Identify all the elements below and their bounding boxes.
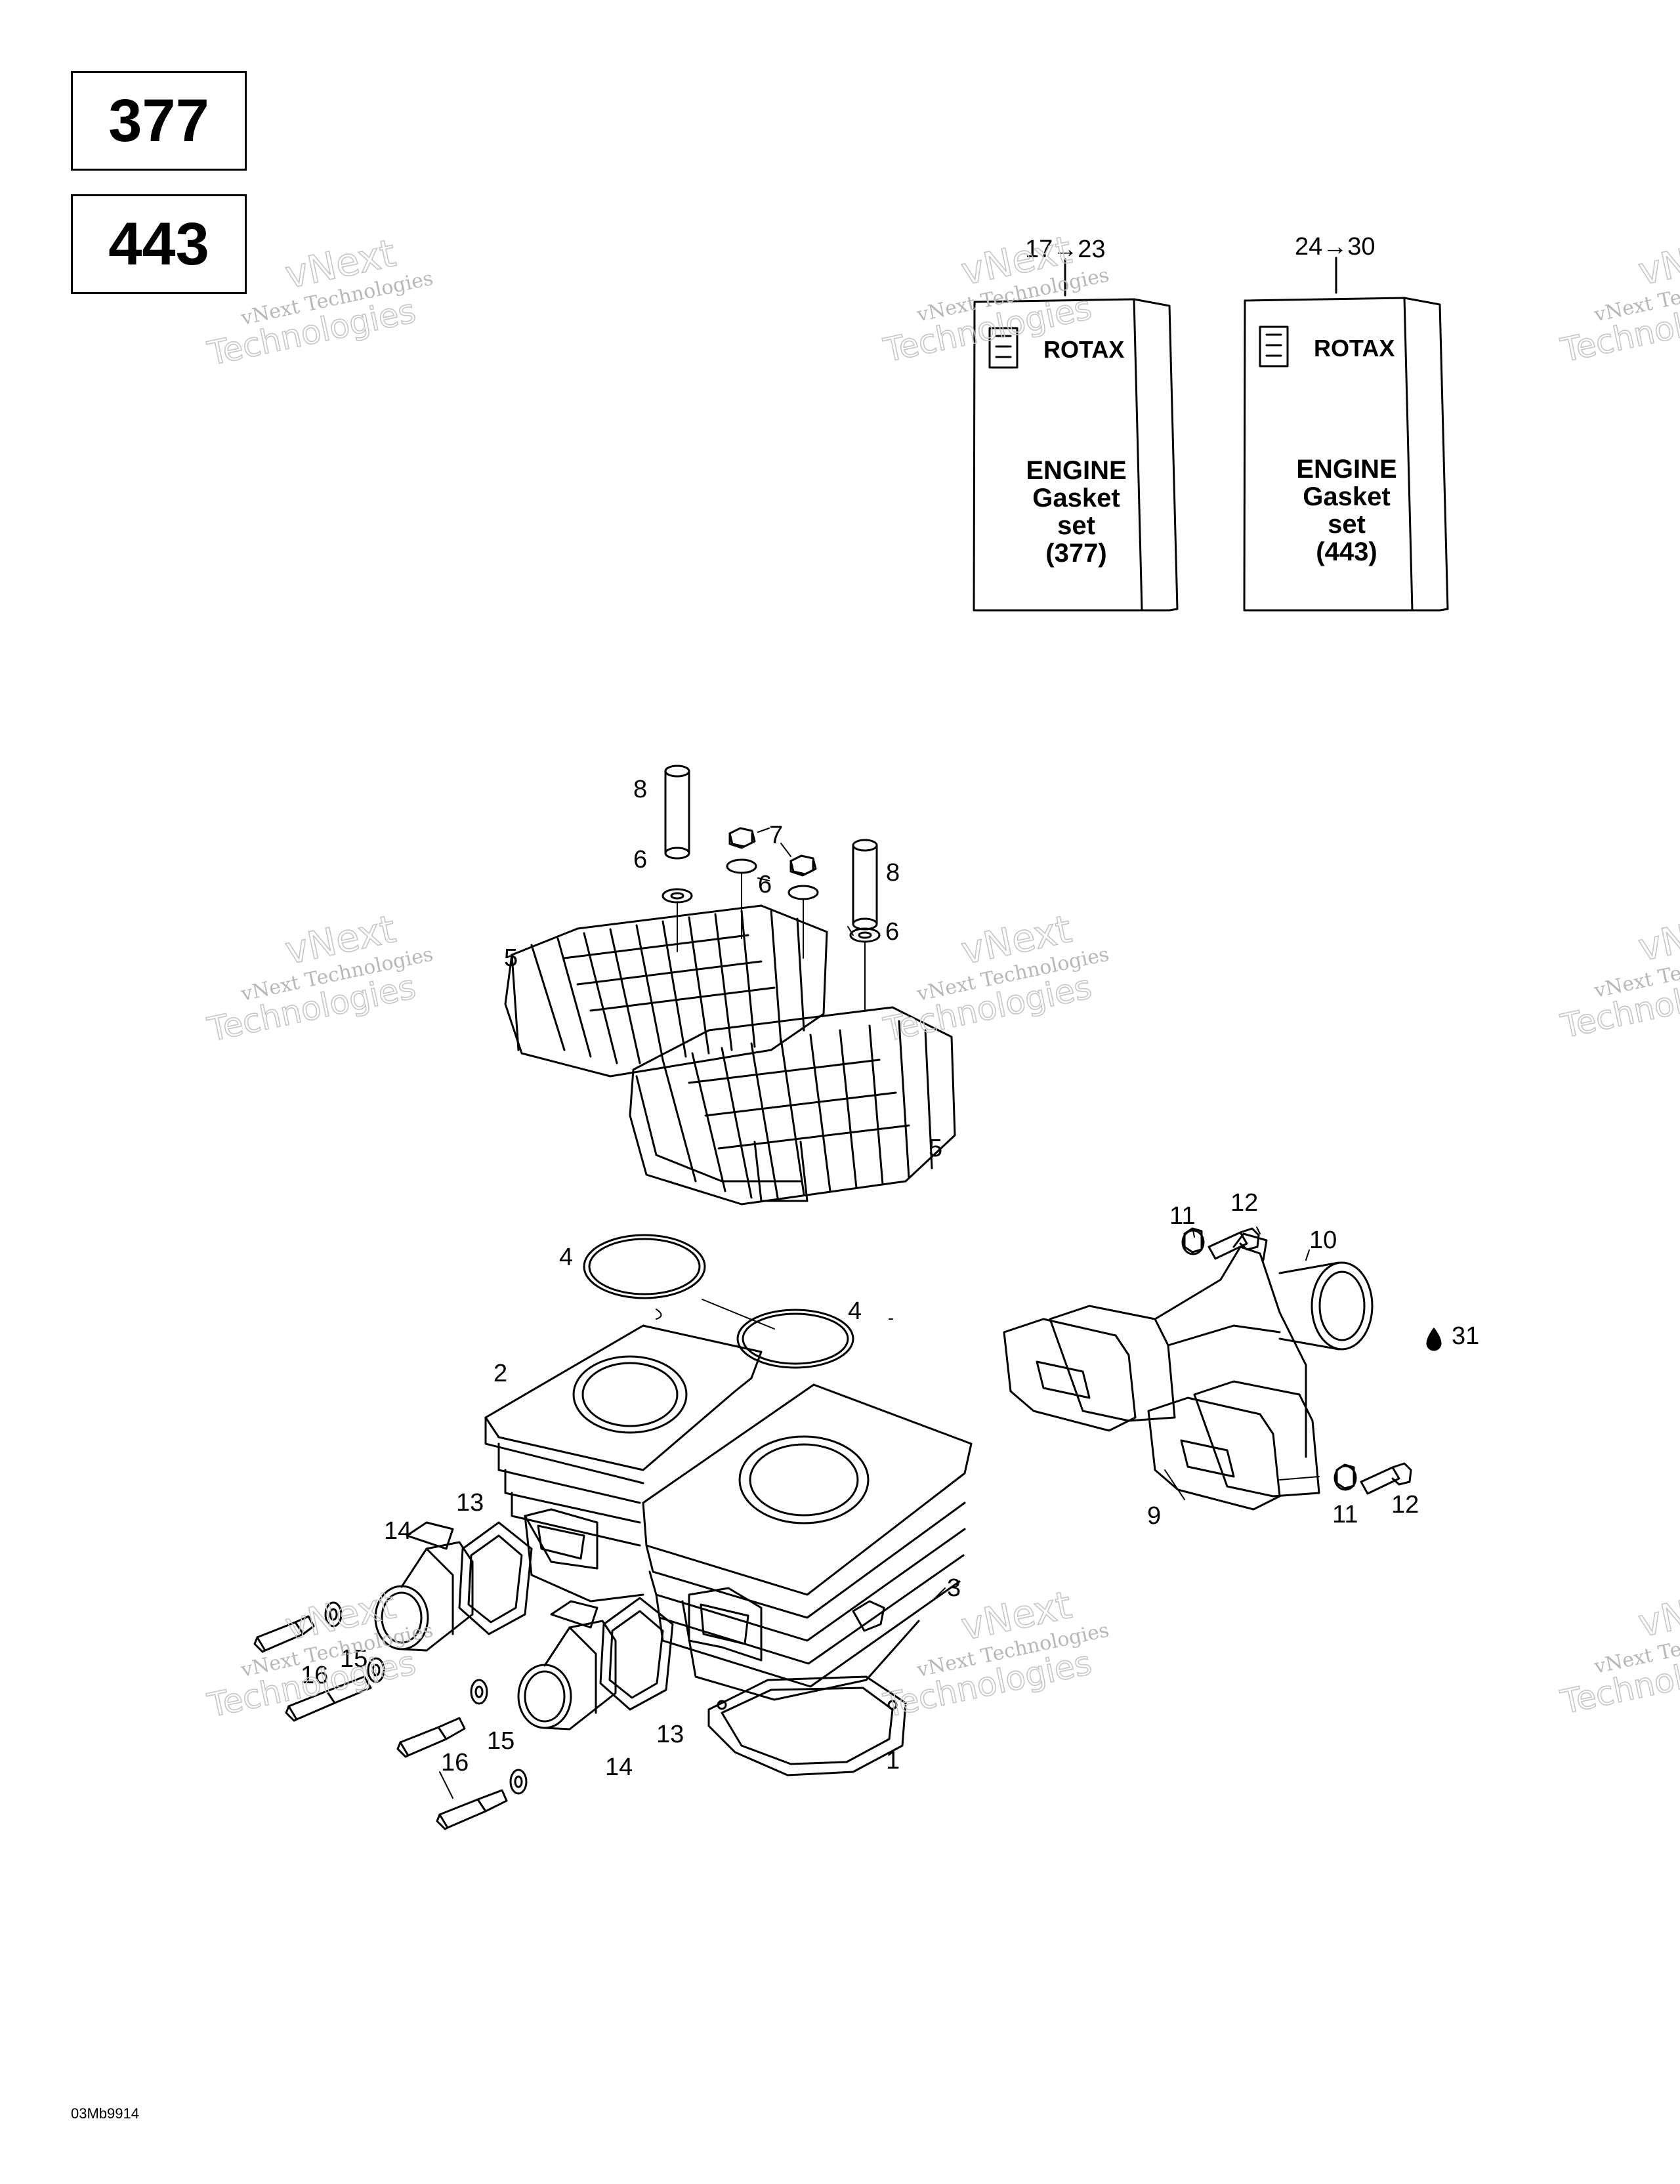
callout-6-c: 6 — [885, 918, 899, 946]
callout-15-a: 15 — [340, 1645, 368, 1673]
intake-manifold-14-top — [374, 1521, 474, 1652]
callout-1: 1 — [886, 1747, 900, 1774]
callout-16-b: 16 — [441, 1749, 469, 1776]
watermarks: vNext vNext Technologies Technologies vN… — [203, 226, 1680, 1725]
callout-7: 7 — [769, 822, 783, 849]
kit-443-range: 24→30 — [1295, 233, 1376, 261]
kit-377-line3: set — [1057, 511, 1095, 540]
cylinder-head-5-right — [629, 1006, 956, 1206]
watermark: vNext vNext Technologies Technologies — [879, 1582, 1111, 1725]
callout-13-b: 13 — [656, 1721, 684, 1748]
intake-manifold-14-bottom — [517, 1600, 617, 1731]
cylinder-head-sleeve-8-left — [662, 765, 693, 952]
head-nut-7 — [726, 827, 819, 959]
o-ring-4 — [583, 1234, 854, 1369]
cylinder-2 — [484, 1324, 763, 1603]
callout-5-a: 5 — [504, 944, 518, 972]
callout-12-a: 12 — [1230, 1189, 1258, 1217]
kit-377-labels: ROTAX ENGINE Gasket set (377) — [1026, 336, 1126, 568]
kit-443-labels: ROTAX ENGINE Gasket set (443) — [1296, 335, 1396, 566]
callout-6-a: 6 — [633, 846, 647, 873]
callout-12-b: 12 — [1391, 1491, 1419, 1519]
intake-flange-13-top — [458, 1521, 533, 1635]
callout-3: 3 — [947, 1574, 961, 1602]
model-label-377: 377 — [71, 71, 247, 171]
cylinder-head-sleeve-8-right — [849, 839, 881, 1011]
kit-443-line3: set — [1328, 510, 1366, 539]
callout-14-a: 14 — [384, 1517, 411, 1545]
cylinder-head-5 — [504, 904, 828, 1183]
watermark: vNext vNext Technologies Technologies — [1557, 902, 1680, 1046]
callout-labels: 1 2 3 4 4 5 5 6 6 6 7 8 8 9 10 11 11 12 … — [301, 233, 1479, 1781]
kit-443-brand: ROTAX — [1314, 335, 1395, 362]
callout-5-b: 5 — [929, 1135, 942, 1162]
intake-flange-13-bottom — [599, 1597, 674, 1711]
screw-16 — [253, 1615, 508, 1830]
svg-text:vNext: vNext — [1635, 1579, 1680, 1646]
callout-9: 9 — [1147, 1502, 1161, 1530]
watermark: vNext vNext Technologies Technologies — [879, 906, 1111, 1049]
callout-2: 2 — [494, 1360, 507, 1387]
kit-443-line2: Gasket — [1303, 482, 1390, 511]
exhaust-manifold-10 — [1049, 1232, 1374, 1498]
callout-11-a: 11 — [1169, 1202, 1195, 1230]
cylinder-3 — [642, 1383, 973, 1701]
callout-8-b: 8 — [886, 859, 900, 887]
callout-31: 31 — [1452, 1322, 1479, 1350]
kit-443-line4: (443) — [1316, 537, 1377, 566]
watermark: vNext vNext Technologies Technologies — [1557, 226, 1680, 370]
callout-8-a: 8 — [633, 776, 647, 803]
watermark: vNext vNext Technologies Technologies — [203, 906, 435, 1049]
kit-377-range: 17→23 — [1025, 236, 1106, 263]
watermark: vNext vNext Technologies Technologies — [1557, 1578, 1680, 1722]
callout-16-a: 16 — [301, 1662, 328, 1689]
gasket-kit-377 — [973, 258, 1179, 612]
kit-377-line1: ENGINE — [1026, 456, 1126, 485]
svg-text:vNext: vNext — [1635, 903, 1680, 970]
gasket-kit-443 — [1243, 257, 1449, 612]
drop-symbol — [1426, 1328, 1442, 1351]
watermark: vNext vNext Technologies Technologies — [203, 1582, 435, 1725]
exhaust-gasket-9 — [1003, 1318, 1281, 1511]
callout-15-b: 15 — [487, 1727, 514, 1755]
kit-377-line4: (377) — [1045, 539, 1106, 568]
washer-15 — [324, 1601, 528, 1795]
watermark: vNext vNext Technologies Technologies — [203, 230, 435, 373]
kit-443-line1: ENGINE — [1296, 455, 1396, 484]
model-label-443: 443 — [71, 194, 247, 294]
callout-10: 10 — [1309, 1227, 1337, 1254]
drawing-number: 03Mb9914 — [71, 2105, 139, 2122]
callout-11-b: 11 — [1332, 1501, 1358, 1528]
callout-4-a: 4 — [559, 1244, 573, 1271]
callout-14-b: 14 — [605, 1754, 633, 1781]
exhaust-screws-12 — [1181, 1227, 1412, 1495]
kit-377-brand: ROTAX — [1043, 336, 1124, 363]
callout-4-b: 4 — [848, 1297, 862, 1325]
svg-text:vNext: vNext — [1635, 227, 1680, 294]
leader-lines — [439, 828, 1320, 1799]
callout-13-a: 13 — [456, 1489, 484, 1517]
base-gasket-1 — [707, 1675, 907, 1776]
callout-6-b: 6 — [758, 871, 772, 898]
kit-377-line2: Gasket — [1032, 484, 1120, 513]
